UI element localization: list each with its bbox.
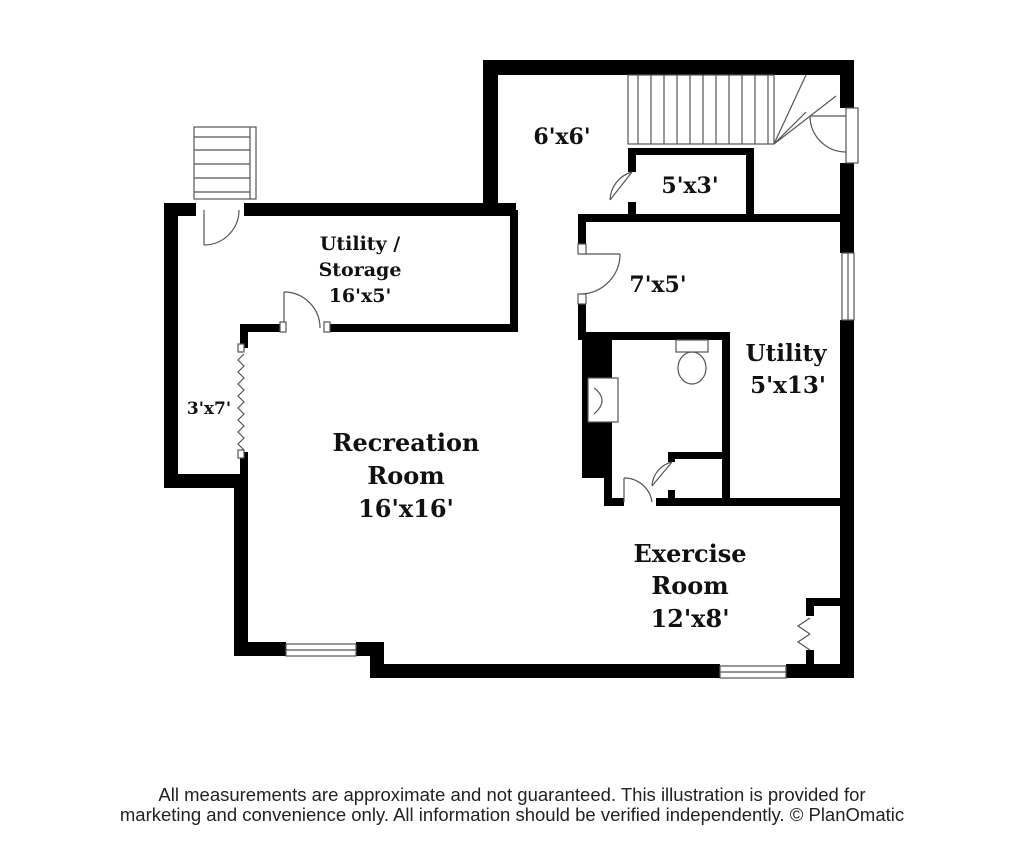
doors [203, 107, 859, 651]
label-utility-right-dims: 5'x13' [750, 372, 826, 399]
label-utility-storage-dims: 16'x5' [329, 285, 392, 307]
label-utility-storage-line2: Storage [319, 259, 402, 281]
bifold-door [237, 343, 245, 459]
label-closet-left-dims: 3'x7' [187, 399, 231, 419]
floor-plan: 6'x6' 5'x3' Utility / Storage 16'x5' 7'x… [164, 60, 859, 679]
label-landing-dims: 6'x6' [533, 124, 590, 150]
label-closet-top-dims: 5'x3' [661, 173, 718, 199]
label-exercise-line2: Room [651, 571, 728, 600]
room-labels: 6'x6' 5'x3' Utility / Storage 16'x5' 7'x… [187, 124, 827, 633]
windows [285, 252, 855, 679]
label-recreation-line2: Room [367, 461, 444, 490]
disclaimer-line-1: All measurements are approximate and not… [158, 784, 866, 805]
label-utility-storage-line1: Utility / [320, 233, 400, 255]
label-hall-dims: 7'x5' [629, 272, 686, 298]
interior-walls [240, 148, 848, 672]
stairs-exterior [193, 126, 257, 200]
bathroom-fixtures [587, 339, 709, 423]
label-exercise-dims: 12'x8' [650, 604, 729, 633]
label-utility-right-name: Utility [746, 340, 828, 367]
label-exercise-line1: Exercise [633, 539, 746, 568]
label-recreation-line1: Recreation [333, 428, 480, 457]
disclaimer-line-2: marketing and convenience only. All info… [119, 804, 905, 825]
stairs-main [627, 74, 837, 145]
label-recreation-dims: 16'x16' [358, 494, 454, 523]
disclaimer: All measurements are approximate and not… [0, 785, 1024, 825]
